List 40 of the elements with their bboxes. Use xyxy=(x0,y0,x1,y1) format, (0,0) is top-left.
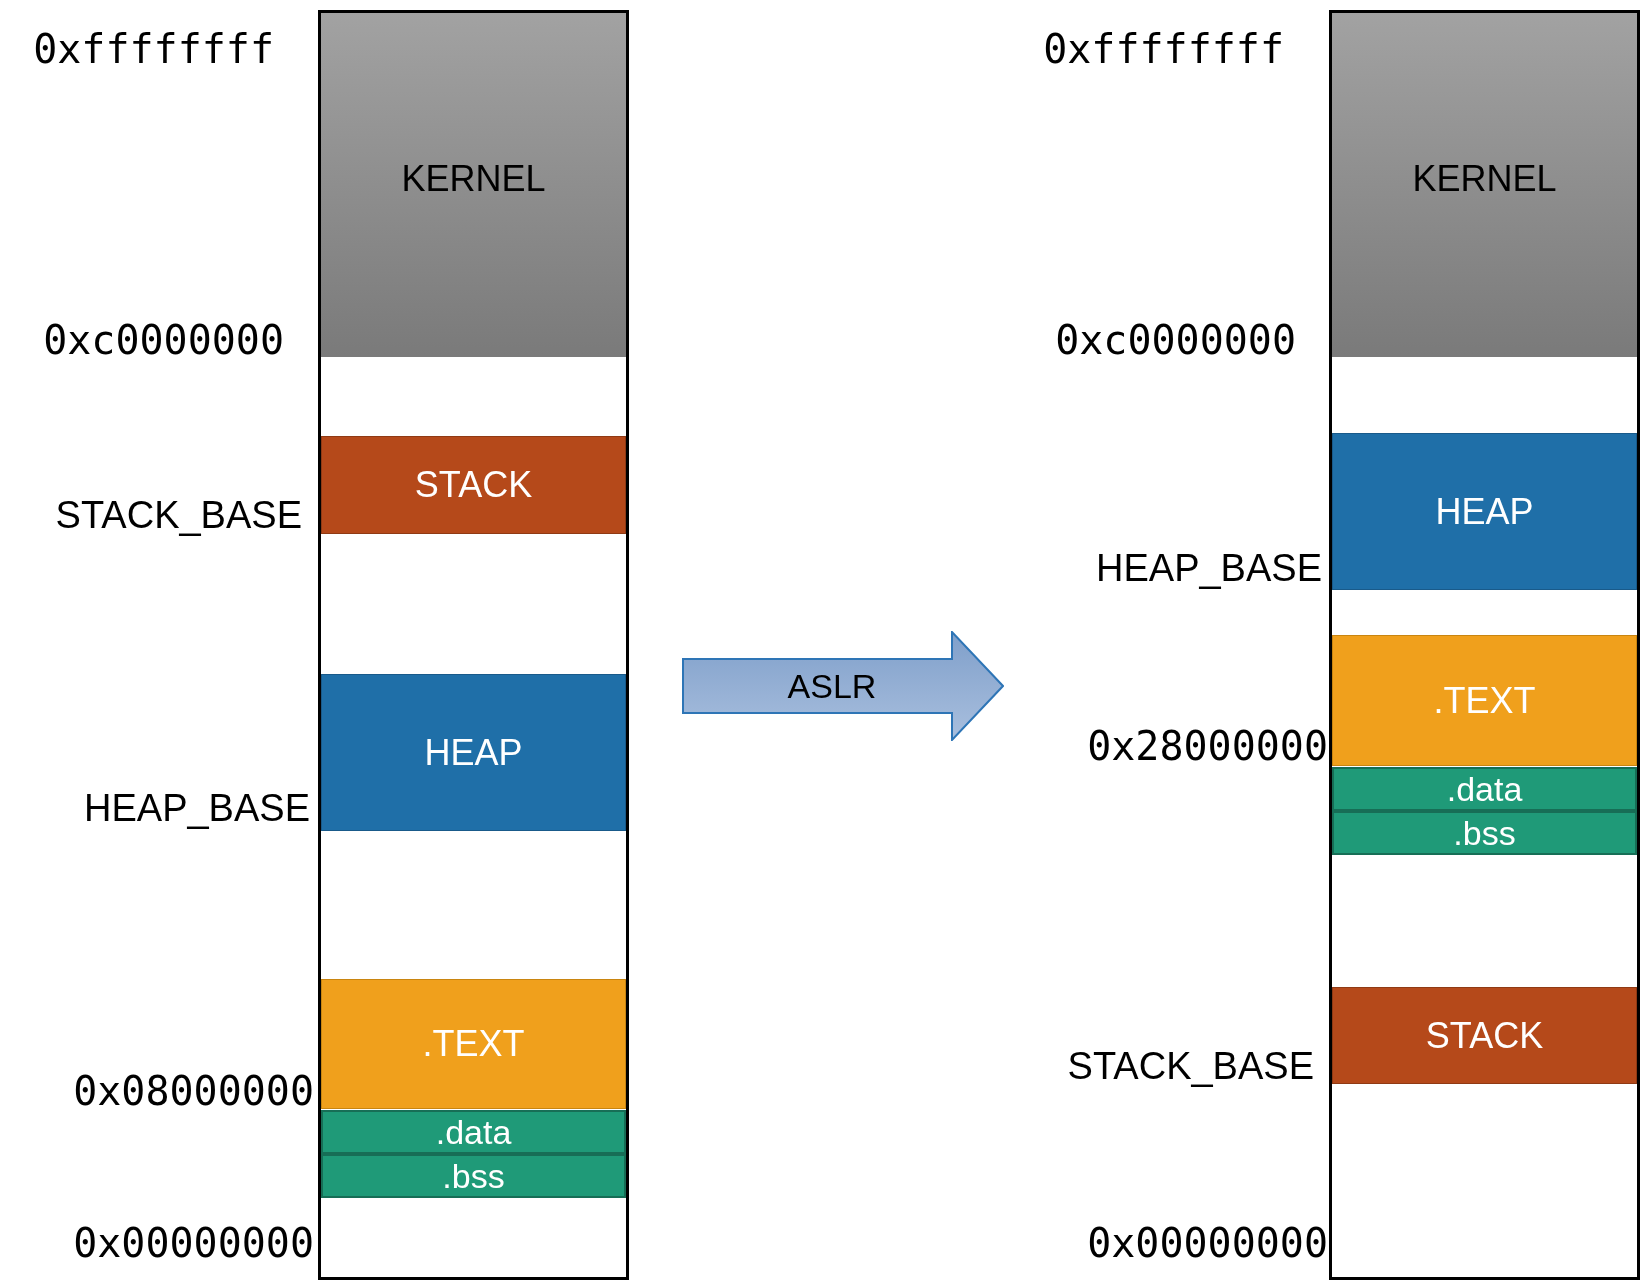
address-label: 0xc0000000 xyxy=(43,320,284,360)
segment-label: .data xyxy=(1446,772,1523,806)
segment-label: KERNEL xyxy=(1412,161,1557,197)
memory-column xyxy=(318,10,629,1280)
segment-label: STACK xyxy=(1425,1017,1544,1054)
segment-label: .bss xyxy=(442,1159,505,1193)
segment-label: .bss xyxy=(1453,816,1516,850)
address-label: 0xffffffff xyxy=(33,29,274,69)
address-label: HEAP_BASE xyxy=(1096,549,1322,587)
memory-segment xyxy=(321,436,626,534)
segment-label: HEAP xyxy=(1435,493,1534,530)
memory-segment xyxy=(321,13,626,357)
memory-segment xyxy=(321,979,626,1109)
address-label: 0x00000000 xyxy=(73,1223,314,1263)
segment-label: .TEXT xyxy=(1433,682,1536,719)
address-label: STACK_BASE xyxy=(55,496,302,534)
block-arrow xyxy=(682,631,1004,741)
address-label: 0x08000000 xyxy=(73,1071,314,1111)
address-label: HEAP_BASE xyxy=(84,789,310,827)
address-label: 0x00000000 xyxy=(1087,1223,1328,1263)
address-label: 0xc0000000 xyxy=(1055,320,1296,360)
memory-segment xyxy=(1332,13,1637,357)
segment-label: KERNEL xyxy=(401,161,546,197)
memory-segment xyxy=(1332,767,1637,811)
segment-label: .data xyxy=(435,1115,512,1149)
memory-segment xyxy=(1332,987,1637,1084)
segment-label: .TEXT xyxy=(422,1026,525,1062)
arrow-label: ASLR xyxy=(786,669,878,703)
memory-segment xyxy=(321,1110,626,1154)
memory-segment xyxy=(321,674,626,831)
memory-segment xyxy=(321,1154,626,1198)
segment-label: STACK xyxy=(414,467,533,503)
memory-column xyxy=(1329,10,1640,1280)
memory-segment xyxy=(1332,433,1637,590)
address-label: 0x28000000 xyxy=(1087,726,1328,766)
memory-segment xyxy=(1332,635,1637,766)
address-label: STACK_BASE xyxy=(1067,1047,1314,1085)
segment-label: HEAP xyxy=(424,734,523,771)
memory-segment xyxy=(1332,811,1637,855)
address-label: 0xffffffff xyxy=(1043,29,1284,69)
